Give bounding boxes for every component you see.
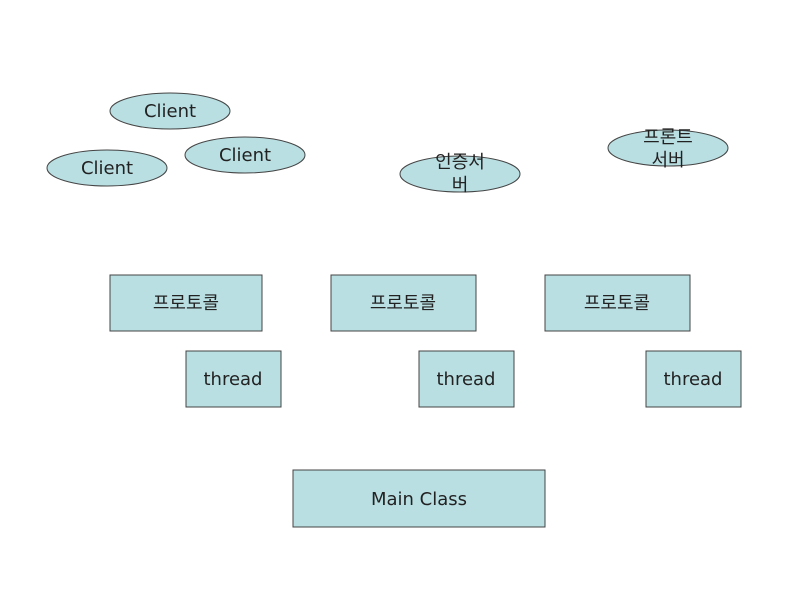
- thread-label: thread: [436, 369, 495, 390]
- thread-label: thread: [203, 369, 262, 390]
- client-node: Client: [184, 136, 306, 174]
- protocol-label: 프로토콜: [370, 293, 436, 314]
- thread-box: thread: [418, 350, 515, 408]
- client-node: Client: [46, 149, 168, 187]
- protocol-box: 프로토콜: [330, 274, 477, 332]
- auth-server-label-line1: 인증서: [435, 152, 485, 173]
- protocol-label: 프로토콜: [153, 293, 219, 314]
- protocol-box: 프로토콜: [109, 274, 263, 332]
- client-label: Client: [144, 101, 196, 122]
- client-node: Client: [109, 92, 231, 130]
- front-server-label-line2: 서버: [651, 150, 684, 171]
- main-class-label: Main Class: [371, 489, 467, 510]
- auth-server-node: 인증서 버: [399, 152, 521, 196]
- main-class-box: Main Class: [292, 469, 546, 528]
- thread-box: thread: [645, 350, 742, 408]
- front-server-label-line1: 프론트: [643, 127, 693, 148]
- front-server-node: 프론트 서버: [607, 127, 729, 171]
- protocol-label: 프로토콜: [584, 293, 650, 314]
- protocol-box: 프로토콜: [544, 274, 691, 332]
- thread-box: thread: [185, 350, 282, 408]
- auth-server-label-line2: 버: [452, 175, 469, 196]
- client-label: Client: [81, 158, 133, 179]
- thread-label: thread: [663, 369, 722, 390]
- client-label: Client: [219, 145, 271, 166]
